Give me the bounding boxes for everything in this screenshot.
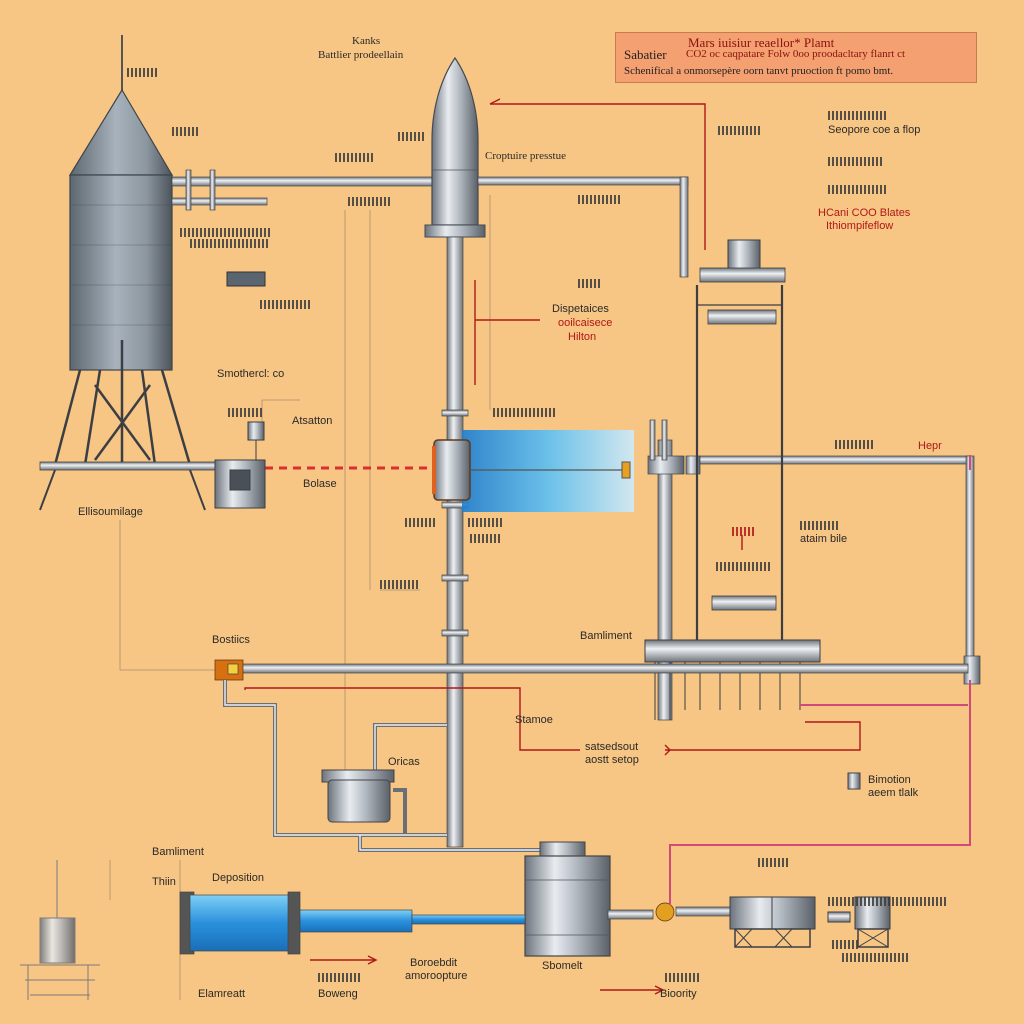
label-aeem-tlalk: aeem tlalk [868, 787, 919, 799]
illegible-label [842, 953, 908, 962]
control-box [214, 421, 266, 509]
title-line-2: Schenifical a onmorsepère oorn tanvt pru… [624, 65, 894, 77]
label-sbomelt: Sbomelt [542, 960, 583, 972]
illegible-label [180, 228, 270, 237]
illegible-label [190, 239, 270, 248]
small-drum [321, 769, 395, 823]
title-line-1: CO2 oc caqpatare Folw 0oo proodacltary f… [686, 48, 906, 60]
label-oricas: Oricas [388, 756, 420, 768]
small-tank-left [20, 860, 100, 1000]
title-box: Mars iuisiur reaellor* Plamt Sabatier CO… [615, 32, 977, 83]
illegible-label [832, 940, 860, 949]
tank-cars [729, 896, 891, 948]
label-croptuire: Croptuire presstue [485, 150, 566, 162]
label-bamliment: Bamliment [580, 630, 632, 642]
label-elamreatt: Elamreatt [198, 988, 246, 1000]
label-amoroopture: amoroopture [405, 970, 468, 982]
illegible-label [828, 185, 888, 194]
illegible-label [828, 897, 948, 906]
storage-tank-icon [39, 35, 226, 511]
label-satsedsout: satsedsout [585, 741, 639, 753]
label-red-note-1: HCani COO Blates [818, 207, 911, 219]
illegible-label [718, 126, 762, 135]
valve-icon [847, 772, 861, 790]
flow-lines-red [244, 98, 861, 995]
label-ellisoumtlage: Ellisoumilage [78, 506, 143, 518]
label-dispetaices-3: Hilton [568, 331, 597, 343]
illegible-label [578, 279, 600, 288]
illegible-label [470, 534, 500, 543]
label-deposition: Deposition [212, 872, 264, 884]
label-boweng: Boweng [318, 988, 358, 1000]
label-bamliment-2: Bamliment [152, 846, 204, 858]
label-ataim-bile: ataim bile [800, 533, 848, 545]
illegible-label [828, 111, 886, 120]
label-aostt-setop: aostt setop [585, 754, 639, 766]
title-prefix: Sabatier [624, 47, 667, 62]
illegible-label [716, 562, 772, 571]
illegible-label [228, 408, 262, 417]
label-hepr: Hepr [918, 440, 942, 452]
label-bimotion: Bimotion [868, 774, 911, 786]
label-dispetaices-1: Dispetaices [552, 303, 609, 315]
flow-line-pink [669, 455, 971, 905]
illegible-label [260, 300, 310, 309]
label-atsatton: Atsatton [292, 415, 333, 427]
label-stamoe: Stamoe [515, 714, 553, 726]
label-bioority: Bioority [660, 988, 697, 1000]
illegible-label [758, 858, 790, 867]
illegible-label [468, 518, 502, 527]
illegible-label [380, 580, 420, 589]
illegible-label [318, 973, 362, 982]
illegible-label [835, 440, 875, 449]
illegible-label [335, 153, 375, 162]
guide-lines [109, 195, 491, 1000]
sensor-box [226, 271, 266, 287]
illegible-label [398, 132, 426, 141]
heat-exchanger-icon [432, 430, 634, 512]
illegible-label [828, 157, 884, 166]
illegible-label [665, 973, 699, 982]
illegible-label [732, 527, 754, 536]
label-bostiics: Bostiics [212, 634, 250, 646]
bottom-tank [524, 841, 611, 957]
label-dispetaices-2: ooilcaisece [558, 317, 613, 329]
label-boroebdit: Boroebdit [410, 957, 458, 969]
label-red-note-2: Ithiompifeflow [826, 220, 894, 232]
label-battler: Battlier prodeellain [318, 49, 404, 61]
label-bolase: Bolase [303, 478, 337, 490]
illegible-label [800, 521, 840, 530]
label-smotherd: Smothercl: co [217, 368, 285, 380]
illegible-label [127, 68, 159, 77]
illegible-label [493, 408, 557, 417]
illegible-label [578, 195, 620, 204]
rocket-reactor-icon [424, 56, 486, 238]
illegible-label [348, 197, 390, 206]
illegible-label [405, 518, 435, 527]
label-thiin: Thiin [152, 876, 176, 888]
illegible-label [172, 127, 198, 136]
label-kanks: Kanks [352, 35, 381, 47]
title-main: Mars iuisiur reaellor* Plamt [688, 35, 835, 50]
label-seopore: Seopore coe a flop [828, 124, 921, 136]
